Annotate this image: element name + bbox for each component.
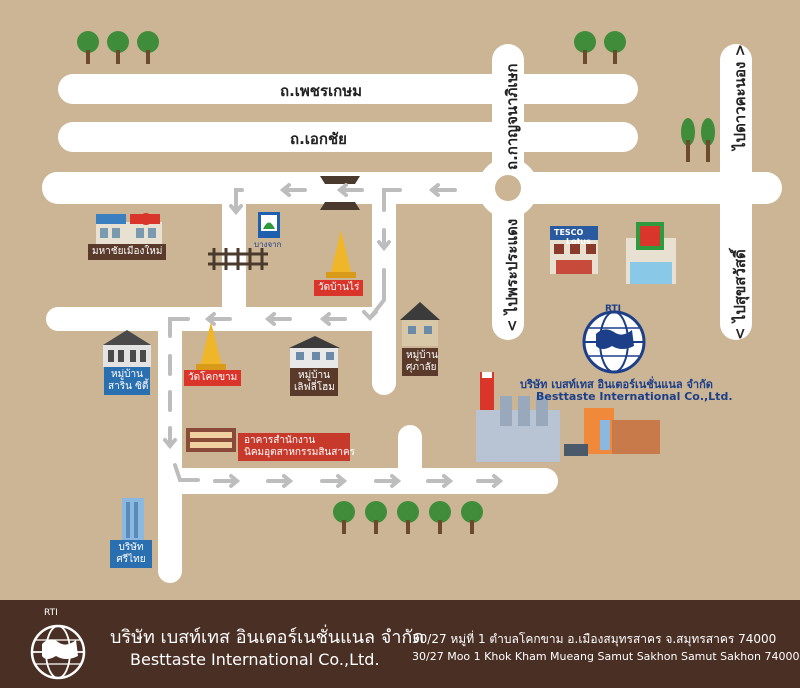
srithai-line1: บริษัท xyxy=(118,542,144,553)
road-label-to-phra-pradaeng: < ไปพระประแดง xyxy=(503,218,521,332)
arrow-corner-right xyxy=(382,188,402,212)
arrow-down-left-3 xyxy=(163,426,177,450)
road-main-horizontal xyxy=(42,172,782,204)
tree-icon xyxy=(137,31,159,64)
route-map: ถ.เพชรเกษม ถ.เอกชัย ถ.กาญจนาภิเษก < ไปพร… xyxy=(42,31,782,583)
arrow-right-1 xyxy=(213,474,241,488)
place-wat-ban-rai: วัดบ้านไร่ xyxy=(314,280,364,296)
road-left-cap xyxy=(42,172,74,202)
bigc-store-icon xyxy=(626,222,676,284)
wat-ban-rai-temple-icon xyxy=(326,230,356,278)
tree-icon xyxy=(461,501,483,534)
tree-icon xyxy=(701,118,715,162)
footer: RTI บริษัท เบสท์เทส อินเตอร์เนชั่นแนล จำ… xyxy=(0,600,800,688)
village-leaf-line1: หมู่บ้าน xyxy=(298,370,330,381)
arrow-left-5 xyxy=(264,312,292,326)
arrow-left-3 xyxy=(279,183,307,197)
place-village-sarin: หมู่บ้าน สาริน ซิตี้ xyxy=(104,367,150,395)
footer-company-name-en: Besttaste International Co.,Ltd. xyxy=(130,650,380,669)
arrow-right-4 xyxy=(374,474,402,488)
place-industrial-office: อาคารสำนักงาน นิคมอุตสาหกรรมสินสาคร xyxy=(238,433,356,461)
arrow-left-6 xyxy=(204,312,232,326)
store-lotus-label: Lotus xyxy=(566,237,591,246)
arrow-left-4 xyxy=(319,312,347,326)
village-sarin-icon xyxy=(103,330,151,367)
arrow-right-6 xyxy=(476,474,504,488)
tree-icon xyxy=(574,31,596,64)
industrial-line2: นิคมอุตสาหกรรมสินสาคร xyxy=(244,447,356,458)
arrow-down-right-1 xyxy=(377,228,391,252)
map-company-rti: RTI xyxy=(605,304,622,314)
tesco-lotus-store-icon xyxy=(550,226,598,274)
railway-icon xyxy=(208,248,268,270)
village-leaf-icon xyxy=(289,336,340,368)
road-bottom-stub xyxy=(398,425,422,485)
tree-icon xyxy=(333,501,355,534)
map-graphics xyxy=(42,31,782,583)
place-bangchak: บางจาก xyxy=(254,240,282,249)
store-tesco-label: TESCO xyxy=(554,228,584,237)
arrow-corner-bottom xyxy=(173,463,200,482)
road-label-to-dao-khanong: ไปดาวคะนอง > xyxy=(731,43,749,150)
industrial-line1: อาคารสำนักงาน xyxy=(244,435,316,446)
place-village-kusalai: หมู่บ้าน ศุภาลัย xyxy=(402,348,438,376)
map-company-name-th: บริษัท เบสท์เทส อินเตอร์เนชั่นแนล จำกัด xyxy=(520,378,713,391)
factory-icon xyxy=(476,372,660,462)
arrow-down-mid xyxy=(229,188,244,216)
road-label-phetkasem: ถ.เพชรเกษม xyxy=(280,82,363,100)
tree-icon xyxy=(107,31,129,64)
arrow-down-right-2 xyxy=(362,268,386,321)
village-leaf-line2: เลิฟลี่โฮม xyxy=(294,382,335,393)
tree-icon xyxy=(429,501,451,534)
footer-rti: RTI xyxy=(44,608,58,618)
tree-icon xyxy=(365,501,387,534)
village-kusalai-icon xyxy=(400,302,440,346)
road-right-vertical xyxy=(720,44,752,340)
village-sarin-line2: สาริน ซิตี้ xyxy=(108,381,149,392)
place-srithai: บริษัท ศรีไทย xyxy=(110,540,152,568)
route-arrows xyxy=(163,183,504,488)
srithai-line2: ศรีไทย xyxy=(116,554,146,565)
road-label-ekachai: ถ.เอกชัย xyxy=(290,130,347,148)
map-company-name-en: Besttaste International Co.,Ltd. xyxy=(536,390,733,403)
place-village-leaf: หมู่บ้าน เลิฟลี่โฮม xyxy=(290,368,338,396)
tree-icon xyxy=(681,118,695,162)
footer-globe-icon xyxy=(30,624,86,680)
mahachai-market-icon xyxy=(96,213,162,244)
footer-address-th: 30/27 หมู่ที่ 1 ตำบลโคกขาม อ.เมืองสมุทรส… xyxy=(412,632,777,646)
footer-address-en: 30/27 Moo 1 Khok Kham Mueang Samut Sakho… xyxy=(412,650,800,663)
village-sarin-line1: หมู่บ้าน xyxy=(111,369,143,380)
arrow-right-3 xyxy=(320,474,348,488)
roundabout-center xyxy=(495,175,521,201)
tree-icon xyxy=(397,501,419,534)
arrow-left-1 xyxy=(428,183,457,197)
bangchak-station-icon xyxy=(258,212,280,238)
arrow-right-2 xyxy=(266,474,294,488)
trees xyxy=(77,31,715,534)
globe-logo-icon xyxy=(582,310,646,374)
village-kusalai-line1: หมู่บ้าน xyxy=(406,350,438,361)
village-kusalai-line2: ศุภาลัย xyxy=(406,362,437,373)
office-building-icon xyxy=(186,428,236,452)
place-mahachai: มหาชัยเมืองใหม่ xyxy=(88,244,167,260)
road-ekachai xyxy=(58,122,638,152)
tree-icon xyxy=(604,31,626,64)
wat-khok-kham-temple-icon xyxy=(196,322,226,370)
srithai-tower-icon xyxy=(122,498,144,540)
road-label-kanchanaphisek: ถ.กาญจนาภิเษก xyxy=(503,63,521,170)
arrow-right-5 xyxy=(426,474,454,488)
footer-company-name-th: บริษัท เบสท์เทส อินเตอร์เนชั่นแนล จำกัด xyxy=(110,627,425,648)
road-label-to-suksawat: < ไปสุขสวัสดิ์ xyxy=(731,249,749,340)
road-bottom-horizontal xyxy=(158,468,558,494)
place-wat-khok-kham: วัดโคกขาม xyxy=(184,370,242,386)
arrow-left-2 xyxy=(336,183,364,197)
arrow-corner-left xyxy=(168,317,190,338)
tree-icon xyxy=(77,31,99,64)
bridge-icon xyxy=(320,176,360,210)
